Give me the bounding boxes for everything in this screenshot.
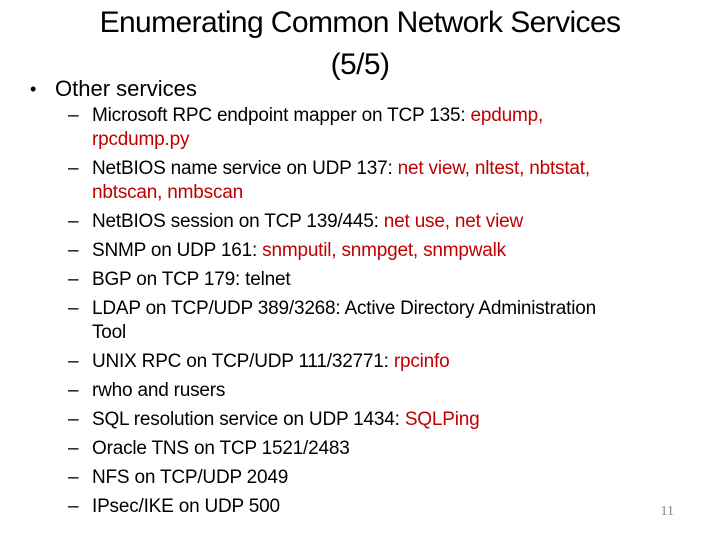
- tool-name-text: snmputil, snmpget, snmpwalk: [262, 240, 506, 261]
- tool-name-text: rpcdump.py: [92, 129, 190, 150]
- list-item: –IPsec/IKE on UDP 500: [68, 495, 678, 519]
- tool-name-text: SQLPing: [404, 409, 480, 430]
- list-item-line: –UNIX RPC on TCP/UDP 111/32771: rpcinfo: [68, 350, 678, 374]
- service-text: BGP on TCP 179: telnet: [92, 269, 291, 290]
- list-item-line: –SQL resolution service on UDP 1434: SQL…: [68, 408, 678, 432]
- list-item: –rwho and rusers: [68, 379, 678, 403]
- dash-bullet: –: [68, 351, 79, 372]
- list-item-line: –rwho and rusers: [68, 379, 678, 403]
- slide-title-line1: Enumerating Common Network Services: [99, 6, 621, 39]
- tool-name-text: epdump,: [470, 105, 544, 126]
- bullet-marker: •: [30, 79, 37, 99]
- service-text: SNMP on UDP 161:: [92, 240, 263, 261]
- list-item: –NFS on TCP/UDP 2049: [68, 466, 678, 490]
- service-text: IPsec/IKE on UDP 500: [92, 496, 280, 517]
- slide-title-line2: (5/5): [330, 48, 390, 81]
- list-item: –SQL resolution service on UDP 1434: SQL…: [68, 408, 678, 432]
- list-item-line: –NetBIOS name service on UDP 137: net vi…: [68, 157, 678, 181]
- list-item: –Oracle TNS on TCP 1521/2483: [68, 437, 678, 461]
- list-item-line: –SNMP on UDP 161: snmputil, snmpget, snm…: [68, 239, 678, 263]
- list-item-line: –BGP on TCP 179: telnet: [68, 268, 678, 292]
- dash-bullet: –: [68, 105, 79, 126]
- list-item-line: –Oracle TNS on TCP 1521/2483: [68, 437, 678, 461]
- dash-bullet: –: [68, 158, 79, 179]
- dash-bullet: –: [68, 409, 79, 430]
- service-text: NetBIOS name service on UDP 137:: [92, 158, 398, 179]
- bullet-list: –Microsoft RPC endpoint mapper on TCP 13…: [68, 104, 678, 524]
- service-text: Tool: [92, 322, 127, 343]
- list-item-line: Tool: [92, 321, 678, 345]
- list-item: –BGP on TCP 179: telnet: [68, 268, 678, 292]
- service-text: NFS on TCP/UDP 2049: [92, 467, 289, 488]
- tool-name-text: net use, net view: [383, 211, 523, 232]
- service-text: Oracle TNS on TCP 1521/2483: [92, 438, 350, 459]
- dash-bullet: –: [68, 380, 79, 401]
- dash-bullet: –: [68, 298, 79, 319]
- dash-bullet: –: [68, 240, 79, 261]
- list-item: –UNIX RPC on TCP/UDP 111/32771: rpcinfo: [68, 350, 678, 374]
- list-item-line: –Microsoft RPC endpoint mapper on TCP 13…: [68, 104, 678, 128]
- service-text: NetBIOS session on TCP 139/445:: [92, 211, 384, 232]
- page-number: 11: [660, 504, 674, 519]
- dash-bullet: –: [68, 496, 79, 517]
- list-item: –SNMP on UDP 161: snmputil, snmpget, snm…: [68, 239, 678, 263]
- list-item-line: –NFS on TCP/UDP 2049: [68, 466, 678, 490]
- tool-name-text: rpcinfo: [393, 351, 450, 372]
- list-item-line: rpcdump.py: [92, 128, 678, 152]
- list-item-line: –LDAP on TCP/UDP 389/3268: Active Direct…: [68, 297, 678, 321]
- dash-bullet: –: [68, 467, 79, 488]
- list-item-line: –NetBIOS session on TCP 139/445: net use…: [68, 210, 678, 234]
- service-text: Microsoft RPC endpoint mapper on TCP 135…: [92, 105, 471, 126]
- list-item-line: –IPsec/IKE on UDP 500: [68, 495, 678, 519]
- service-text: UNIX RPC on TCP/UDP 111/32771:: [92, 351, 394, 372]
- dash-bullet: –: [68, 438, 79, 459]
- service-text: rwho and rusers: [92, 380, 226, 401]
- service-text: SQL resolution service on UDP 1434:: [92, 409, 405, 430]
- slide-title: Enumerating Common Network Services (5/5…: [0, 2, 720, 86]
- list-item: –NetBIOS name service on UDP 137: net vi…: [68, 157, 678, 205]
- list-item-line: nbtscan, nmbscan: [92, 181, 678, 205]
- list-item: –Microsoft RPC endpoint mapper on TCP 13…: [68, 104, 678, 152]
- bullet-row: • Other services: [30, 76, 197, 102]
- dash-bullet: –: [68, 211, 79, 232]
- bullet-label: Other services: [55, 76, 197, 101]
- list-item: –LDAP on TCP/UDP 389/3268: Active Direct…: [68, 297, 678, 345]
- tool-name-text: net view, nltest, nbtstat,: [397, 158, 590, 179]
- tool-name-text: nbtscan, nmbscan: [92, 182, 243, 203]
- service-text: LDAP on TCP/UDP 389/3268: Active Directo…: [92, 298, 596, 319]
- list-item: –NetBIOS session on TCP 139/445: net use…: [68, 210, 678, 234]
- dash-bullet: –: [68, 269, 79, 290]
